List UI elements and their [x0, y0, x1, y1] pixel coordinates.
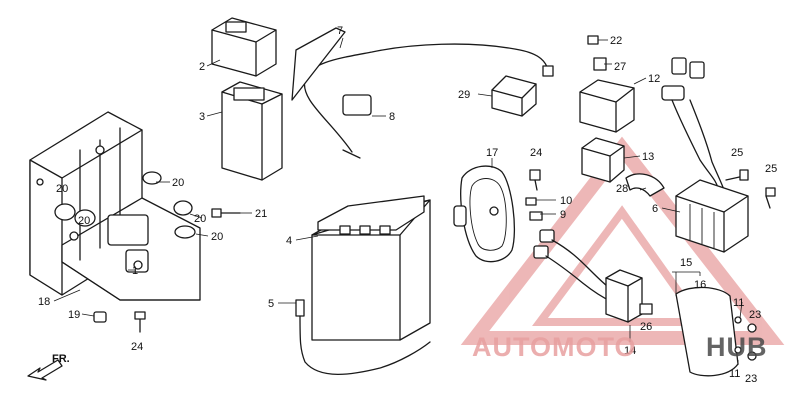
callout-16: 16 [694, 279, 706, 291]
callout-20-a: 20 [56, 183, 68, 195]
callout-3: 3 [199, 111, 205, 123]
callout-6: 6 [652, 203, 658, 215]
part-10-clip [525, 197, 537, 206]
callout-27: 27 [614, 61, 626, 73]
callout-15: 15 [680, 257, 692, 269]
part-6-regulator [675, 179, 749, 253]
callout-26: 26 [640, 321, 652, 333]
watermark-text: AUTOMOTO HUB [472, 332, 768, 362]
callout-5: 5 [268, 298, 274, 310]
callout-12: 12 [648, 73, 660, 85]
part-2-cover [211, 17, 277, 77]
callout-25-left: 25 [731, 147, 743, 159]
callout-20-e: 20 [211, 231, 223, 243]
callout-22: 22 [610, 35, 622, 47]
callout-20-c: 20 [172, 177, 184, 189]
callout-23-upper: 23 [749, 309, 761, 321]
callout-1: 1 [132, 265, 138, 277]
watermark-suffix: HUB [706, 332, 768, 362]
callout-7: 7 [337, 25, 343, 37]
part-29-relay-cover [491, 75, 537, 117]
callout-25-right: 25 [765, 163, 777, 175]
callout-21: 21 [255, 208, 267, 220]
callout-28: 28 [616, 183, 628, 195]
part-9-clip [529, 211, 543, 221]
part-24-bolt-upper [529, 169, 541, 181]
callout-17: 17 [486, 147, 498, 159]
callout-24-upper: 24 [530, 147, 542, 159]
callout-23-lower: 23 [745, 373, 757, 385]
part-5-vent-tube [295, 299, 431, 376]
part-26-fuse [639, 303, 653, 315]
callout-18: 18 [38, 296, 50, 308]
part-19-collar [93, 311, 107, 323]
part-24-bolt-head [134, 311, 146, 320]
callout-24-lower: 24 [131, 341, 143, 353]
part-13-relay [581, 137, 625, 183]
part-7-battery-cable [291, 27, 554, 159]
callout-20-d: 20 [194, 213, 206, 225]
part-11-washer-a [734, 316, 742, 324]
wire-harness-upper [661, 57, 725, 191]
callout-labels: 1 2 3 4 5 6 7 8 9 10 11 11 12 13 14 15 1… [38, 25, 777, 385]
part-12-starter-relay [579, 35, 635, 133]
callout-9: 9 [560, 209, 566, 221]
leader-lines [53, 37, 743, 365]
callout-2: 2 [199, 61, 205, 73]
battery-box-frame [29, 111, 201, 301]
callout-13: 13 [642, 151, 654, 163]
callout-8: 8 [389, 111, 395, 123]
part-3-case [221, 81, 283, 181]
front-direction-indicator: FR. [27, 353, 70, 381]
part-23-nut-a [747, 323, 757, 333]
callout-11-upper: 11 [733, 297, 744, 309]
callout-29: 29 [458, 89, 470, 101]
callout-19: 19 [68, 309, 80, 321]
part-11-washer-b [734, 346, 742, 354]
callout-20-b: 20 [78, 215, 90, 227]
part-28-bracket [625, 173, 665, 197]
part-25-bolt-b [765, 195, 771, 209]
front-label: FR. [52, 353, 70, 365]
watermark-prefix: AUTOMOTO [472, 332, 637, 362]
part-14-fuse-box [605, 269, 643, 323]
callout-11-lower: 11 [729, 368, 740, 380]
callout-10: 10 [560, 195, 572, 207]
part-23-nut-b [747, 351, 757, 361]
callout-14: 14 [624, 345, 636, 357]
part-4-battery [311, 195, 431, 341]
callout-4: 4 [286, 235, 292, 247]
part-17-lamp-unit [453, 165, 516, 263]
front-arrow-icon [27, 359, 63, 381]
